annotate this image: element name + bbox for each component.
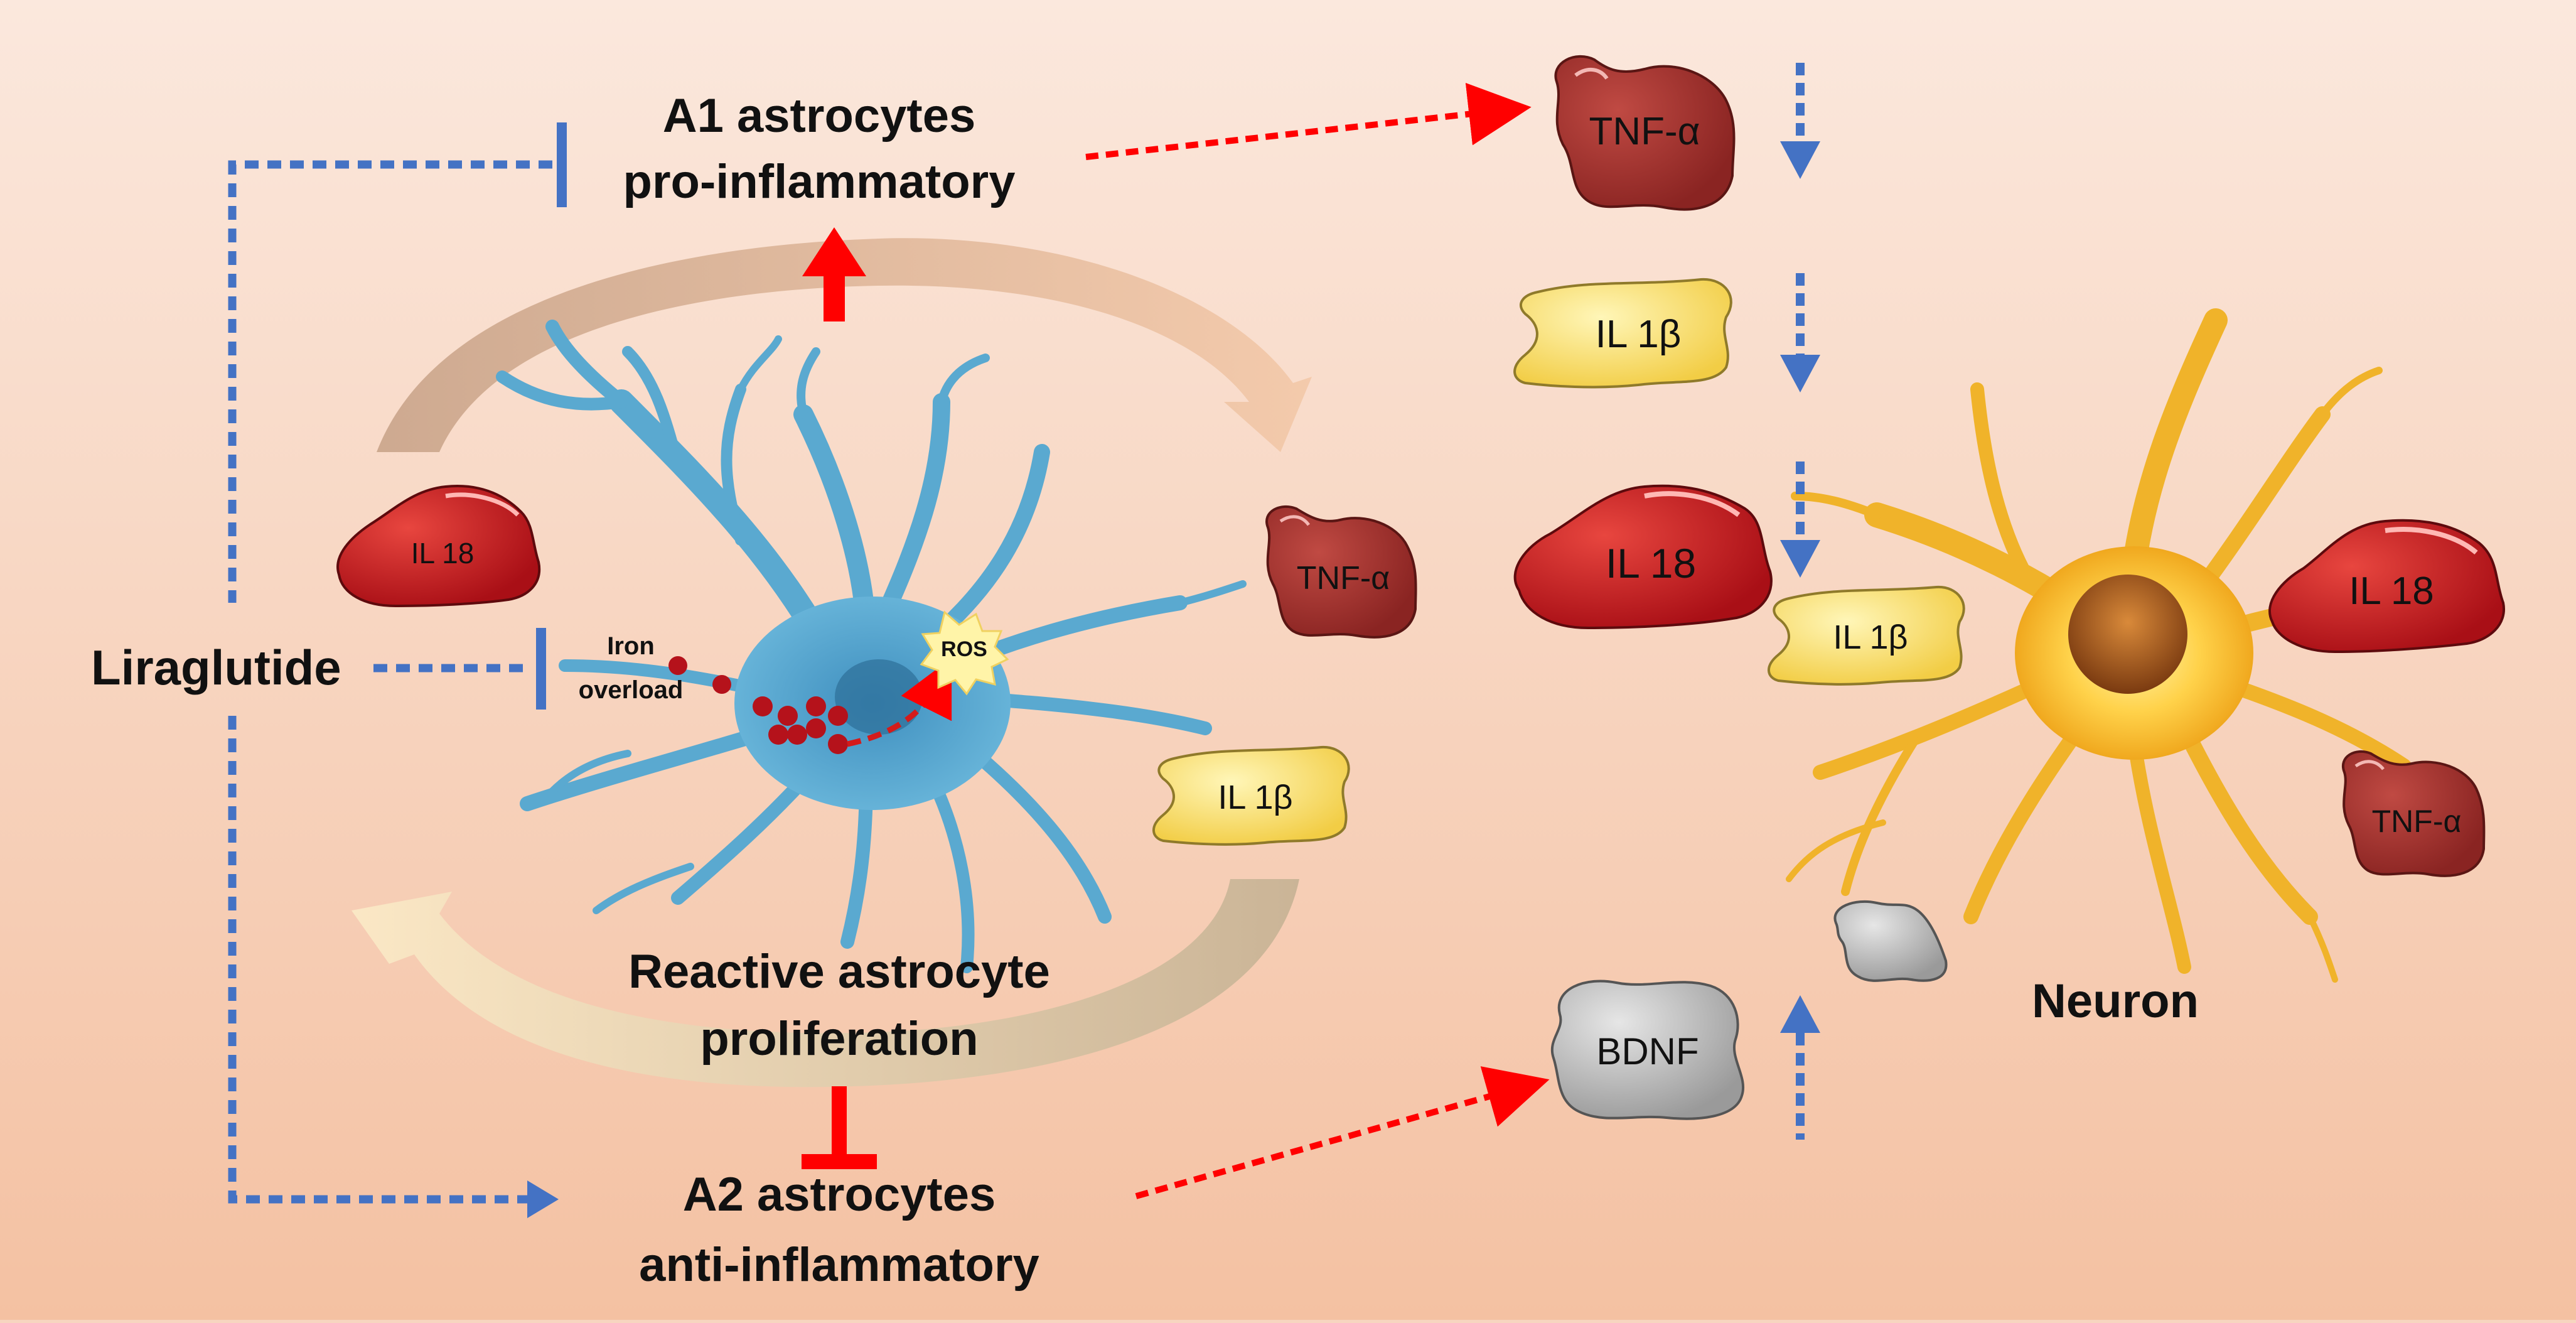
bottom-cycle-arc [352, 879, 1299, 1088]
ros-label: ROS [941, 637, 987, 661]
a2-to-bdnf-arrow [1135, 1066, 1550, 1199]
iron-label-line2: overload [579, 676, 684, 704]
tnf-label-right: TNF-α [2372, 804, 2462, 839]
neuron-cell [1786, 308, 2457, 983]
tnf-label-top: TNF-α [1589, 110, 1700, 153]
astrocyte-cell [496, 320, 1247, 973]
il18-label-right: IL 18 [2349, 570, 2434, 613]
tnf-down-arrow [1780, 63, 1820, 179]
il1b-label-top: IL 1β [1596, 313, 1682, 356]
il18-label-mid: IL 18 [1606, 540, 1696, 586]
il18-cytokine-mid: IL 18 [1513, 484, 1773, 630]
il1b-cytokine-neuron: IL 1β [1768, 585, 1965, 686]
a2-subtitle: anti-inflammatory [639, 1238, 1039, 1292]
iron-label-line1: Iron [607, 632, 655, 660]
bdnf-small-blob [1833, 900, 1948, 982]
liraglutide-pathways [228, 160, 552, 1204]
tnf-label-mid: TNF-α [1297, 560, 1390, 597]
tnf-cytokine-right: TNF-α [2342, 750, 2486, 877]
il18-cytokine-right: IL 18 [2268, 519, 2506, 654]
tnf-cytokine-mid: TNF-α [1265, 505, 1417, 639]
proliferation-label: proliferation [700, 1012, 978, 1066]
bdnf-label: BDNF [1596, 1030, 1699, 1072]
a2-title: A2 astrocytes [683, 1168, 996, 1221]
a1-to-tnf-arrow [1085, 82, 1532, 160]
a1-subtitle: pro-inflammatory [623, 155, 1016, 208]
il18-down-arrow [1780, 462, 1820, 578]
il18-cytokine-left: IL 18 [336, 485, 541, 608]
downregulation-arrows [1780, 63, 1820, 578]
a1-upregulation-arrow [802, 227, 866, 321]
il1b-label-neuron: IL 1β [1833, 618, 1908, 656]
a1-title: A1 astrocytes [663, 89, 976, 143]
bdnf-up-arrow [1780, 995, 1820, 1140]
proliferation-inhibits-a2 [802, 1086, 877, 1169]
iron-particles [668, 656, 848, 754]
ros-burst: ROS [920, 610, 1009, 696]
liraglutide-to-a2-arrowhead [527, 1180, 559, 1218]
il1b-label-astrocyte: IL 1β [1218, 779, 1292, 816]
top-cycle-arc [377, 238, 1312, 452]
il1b-down-arrow [1780, 273, 1820, 392]
il18-label-left: IL 18 [411, 537, 475, 570]
inhibition-bars [536, 122, 567, 710]
liraglutide-label: Liraglutide [91, 640, 341, 695]
il1b-cytokine-astrocyte: IL 1β [1152, 745, 1350, 846]
tnf-cytokine-top: TNF-α [1554, 55, 1736, 211]
bdnf-protein: BDNF [1550, 980, 1744, 1120]
il1b-cytokine-top: IL 1β [1513, 278, 1732, 389]
neuron-label: Neuron [2032, 975, 2199, 1028]
reactive-astrocyte-label: Reactive astrocyte [628, 945, 1050, 998]
